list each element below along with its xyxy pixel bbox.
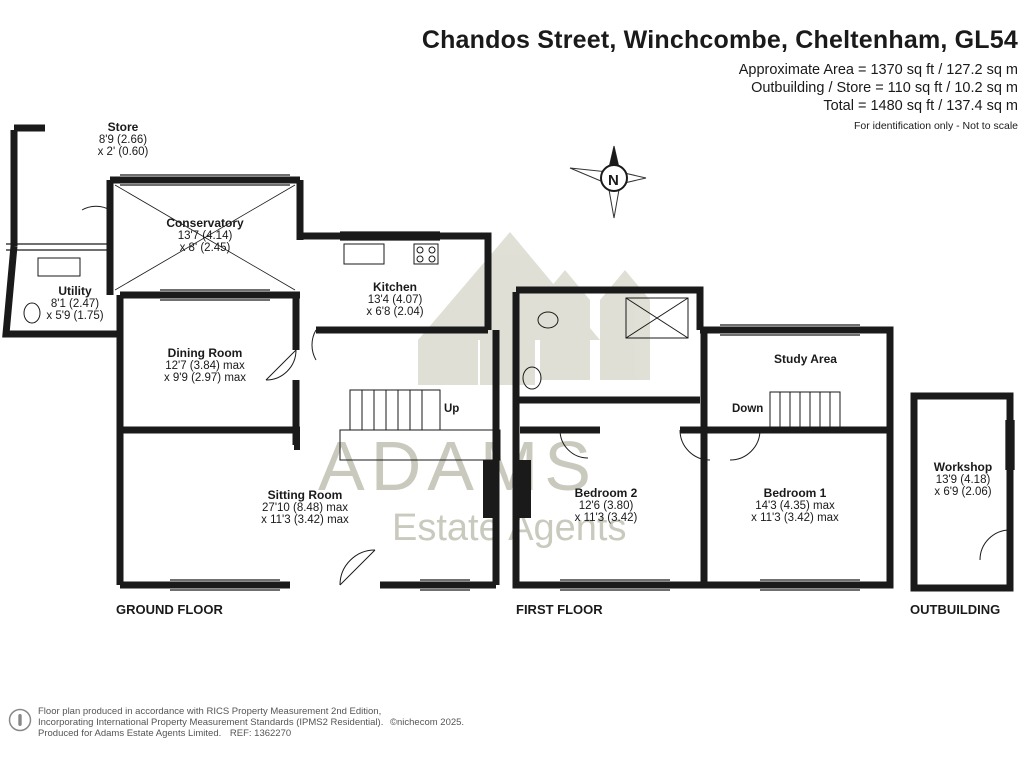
approx-area: Approximate Area = 1370 sq ft / 127.2 sq…	[738, 62, 1018, 78]
room-dim: x 6'9 (2.06)	[934, 486, 992, 498]
chimney-breast	[483, 460, 497, 518]
room-kitchen: Kitchen 13'4 (4.07) x 6'8 (2.04)	[345, 280, 445, 318]
outbuilding-area: Outbuilding / Store = 110 sq ft / 10.2 s…	[751, 80, 1018, 96]
room-sitting: Sitting Room 27'10 (8.48) max x 11'3 (3.…	[240, 488, 370, 526]
wall-pier	[294, 430, 300, 450]
room-dining: Dining Room 12'7 (3.84) max x 9'9 (2.97)…	[145, 346, 265, 384]
stairs-first	[769, 391, 841, 431]
room-name: Utility	[58, 284, 92, 298]
footer-ref: REF: 1362270	[229, 728, 292, 739]
room-dim: 13'7 (4.14)	[177, 230, 233, 242]
windows	[6, 174, 1015, 591]
room-name: Store	[107, 120, 139, 134]
scale-note: For identification only - Not to scale	[854, 120, 1018, 132]
property-address: Chandos Street, Winchcombe, Cheltenham, …	[421, 26, 1018, 54]
room-dim: 8'9 (2.66)	[98, 134, 148, 146]
room-name: Bedroom 2	[574, 486, 638, 500]
room-dim: x 11'3 (3.42)	[574, 512, 638, 524]
door-swings	[81, 205, 1011, 586]
footer-copyright: ©nichecom 2025.	[389, 717, 465, 728]
room-dim: x 9'9 (2.97) max	[163, 372, 247, 384]
footer-line-3: Produced for Adams Estate Agents Limited…	[38, 728, 291, 739]
room-utility: Utility 8'1 (2.47) x 5'9 (1.75)	[30, 284, 120, 322]
watermark-tagline: Estate Agents	[392, 507, 627, 549]
conservatory-glazing	[114, 184, 296, 291]
nichecom-logo-icon	[8, 708, 32, 732]
walls	[2, 124, 1014, 592]
room-store: Store 8'9 (2.66) x 2' (0.60)	[78, 120, 168, 158]
room-name: Conservatory	[166, 216, 244, 230]
room-workshop: Workshop 13'9 (4.18) x 6'9 (2.06)	[922, 460, 1004, 498]
footer-ipms: Incorporating International Property Mea…	[38, 717, 384, 728]
fixtures	[23, 243, 689, 390]
room-name: Workshop	[933, 460, 993, 474]
watermark-logo	[418, 232, 650, 385]
chimney-breast	[517, 460, 531, 518]
room-dim: 14'3 (4.35) max	[755, 500, 835, 512]
room-dim: 12'6 (3.80)	[578, 500, 634, 512]
stairs-down-label: Down	[732, 403, 764, 415]
room-dim: 27'10 (8.48) max	[262, 502, 348, 514]
room-dim: 13'4 (4.07)	[367, 294, 423, 306]
watermark-brand: ADAMS	[318, 427, 597, 505]
room-dim: x 6'8 (2.04)	[366, 306, 424, 318]
stairs-ground	[339, 389, 501, 461]
footer-produced-for: Produced for Adams Estate Agents Limited…	[38, 728, 222, 739]
room-bedroom1: Bedroom 1 14'3 (4.35) max x 11'3 (3.42) …	[740, 486, 850, 524]
room-dim: x 2' (0.60)	[97, 146, 149, 158]
room-dim: 8'1 (2.47)	[50, 298, 100, 310]
room-dim: 12'7 (3.84) max	[165, 360, 245, 372]
compass-label: N	[608, 172, 619, 189]
room-dim: x 11'3 (3.42) max	[261, 514, 349, 526]
room-name: Study Area	[774, 352, 837, 366]
room-name: Bedroom 1	[763, 486, 827, 500]
room-dim: 13'9 (4.18)	[935, 474, 991, 486]
footer-line-2: Incorporating International Property Mea…	[38, 717, 464, 728]
room-conservatory: Conservatory 13'7 (4.14) x 8' (2.45)	[150, 216, 260, 254]
room-name: Dining Room	[167, 346, 243, 360]
total-area: Total = 1480 sq ft / 137.4 sq m	[823, 98, 1018, 114]
footer-line-1: Floor plan produced in accordance with R…	[38, 706, 382, 717]
first-floor-label: FIRST FLOOR	[516, 602, 603, 617]
room-name: Sitting Room	[267, 488, 343, 502]
room-dim: x 11'3 (3.42) max	[751, 512, 839, 524]
room-study: Study Area	[758, 352, 853, 366]
stairs-up-label: Up	[444, 403, 460, 415]
ground-floor-label: GROUND FLOOR	[116, 602, 223, 617]
room-dim: x 8' (2.45)	[179, 242, 231, 254]
room-dim: x 5'9 (1.75)	[46, 310, 104, 322]
room-name: Kitchen	[372, 280, 417, 294]
compass-icon	[569, 145, 647, 219]
room-bedroom2: Bedroom 2 12'6 (3.80) x 11'3 (3.42)	[556, 486, 656, 524]
outbuilding-label: OUTBUILDING	[910, 602, 1001, 617]
